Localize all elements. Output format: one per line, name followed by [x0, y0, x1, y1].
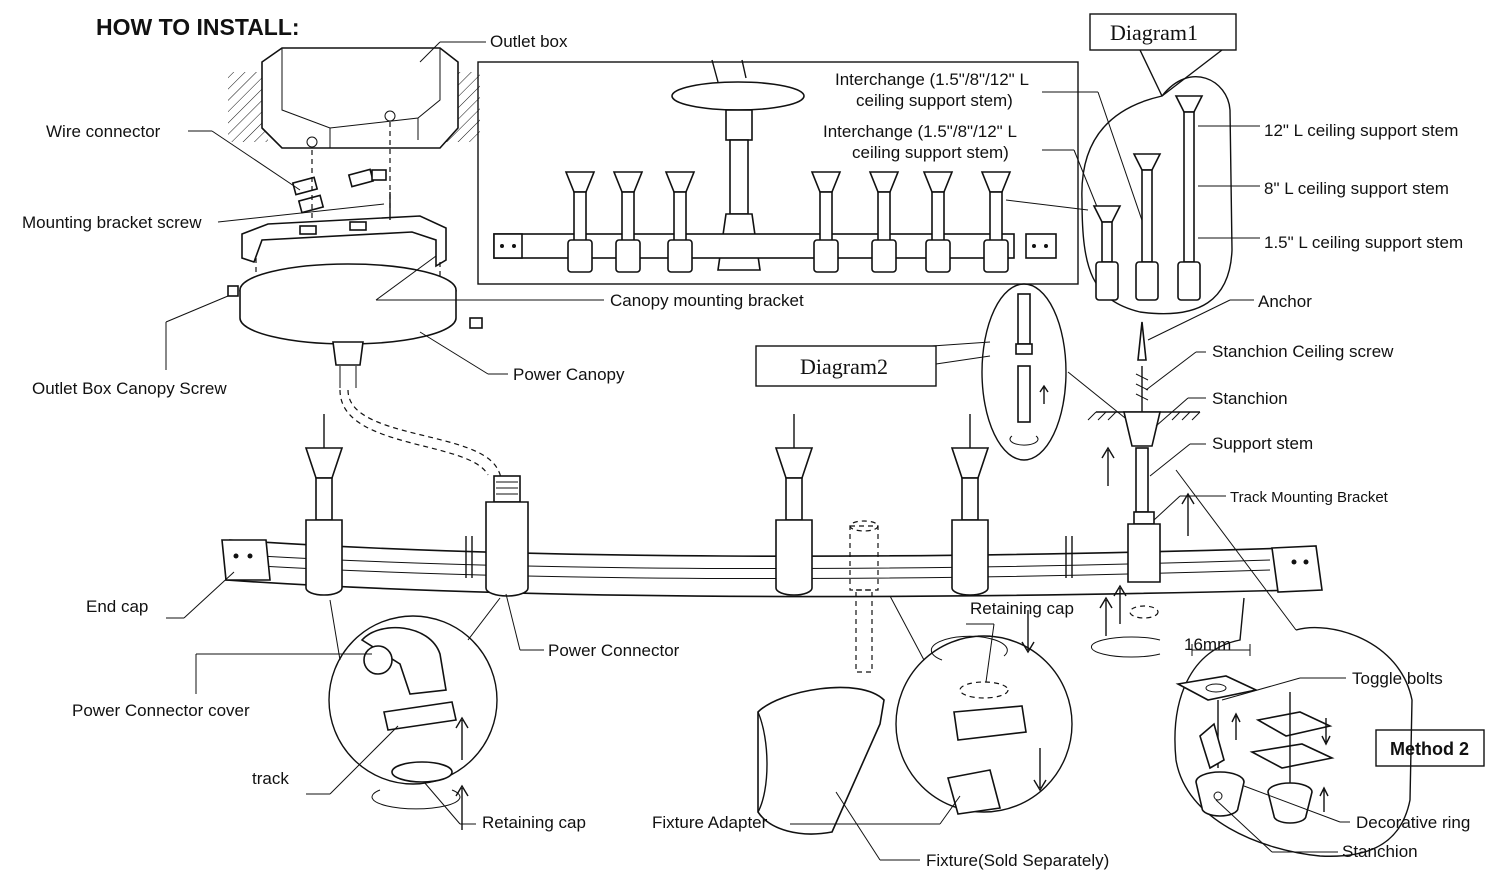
inset-stem	[612, 171, 644, 273]
fixture-illustration	[757, 686, 885, 835]
inset-stem	[980, 171, 1012, 273]
method-2-label: Method 2	[1390, 739, 1469, 759]
power-connector-detail	[360, 626, 469, 830]
diagram2-title: Diagram2	[800, 354, 888, 379]
track-bracket	[950, 414, 990, 596]
interchange-2-line2: ceiling support stem)	[852, 143, 1009, 162]
diagram2-title-box	[755, 345, 937, 387]
stanchion-bottom-label: Stanchion	[1342, 842, 1418, 861]
anchor-label: Anchor	[1258, 292, 1312, 311]
inset-stem	[664, 171, 696, 273]
fixture-sold-separately-label: Fixture(Sold Separately)	[926, 851, 1109, 870]
power-connector-label: Power Connector	[548, 641, 680, 660]
stanchion-label: Stanchion	[1212, 389, 1288, 408]
anchor-and-screw	[1135, 321, 1149, 418]
track-bracket	[304, 414, 344, 596]
end-cap-label: End cap	[86, 597, 148, 616]
wire-connector-label: Wire connector	[46, 122, 161, 141]
diagram1-title-box	[1089, 13, 1237, 51]
stanchion-ceiling-screw-label: Stanchion Ceiling screw	[1212, 342, 1394, 361]
track-mounting-brackets	[304, 414, 990, 596]
interchange-1-line1: Interchange (1.5"/8"/12" L	[835, 70, 1029, 89]
support-stem-label: Support stem	[1212, 434, 1313, 453]
diagram2-bubble	[981, 283, 1067, 461]
retaining-cap-mid-label: Retaining cap	[970, 599, 1074, 618]
right-track-bracket	[1127, 511, 1161, 583]
support-stem-illustration	[1135, 447, 1149, 513]
power-connector-detail-circle	[328, 615, 498, 785]
mounting-bracket-screw-label: Mounting bracket screw	[22, 213, 202, 232]
outlet-box-illustration	[228, 47, 480, 149]
track-bracket	[774, 414, 814, 596]
diagram1-stems	[1092, 95, 1204, 301]
diagram1-stem-8: 8" L ceiling support stem	[1264, 179, 1449, 198]
inset-stem	[922, 171, 954, 273]
dim-16mm-label: 16mm	[1184, 635, 1231, 654]
diagram2-stem-parts	[1009, 293, 1049, 446]
track-label: track	[252, 769, 289, 788]
end-cap-left	[221, 539, 271, 581]
fixture-adapter-detail	[930, 610, 1047, 815]
inset-stem	[810, 171, 842, 273]
stanchion-illustration	[1122, 411, 1162, 447]
fixture-adapter-label: Fixture Adapter	[652, 813, 768, 832]
interchange-1-line2: ceiling support stem)	[856, 91, 1013, 110]
diagram1-stem-12: 12" L ceiling support stem	[1264, 121, 1458, 140]
diagram1-stem-15: 1.5" L ceiling support stem	[1264, 233, 1463, 252]
decorative-ring-label: Decorative ring	[1356, 813, 1470, 832]
power-connector-illustration	[485, 475, 529, 597]
method2-bubble	[1174, 597, 1413, 857]
track-mounting-bracket-label: Track Mounting Bracket	[1230, 489, 1389, 506]
method-2-box	[1375, 729, 1485, 767]
wire-connectors	[291, 168, 387, 214]
inset-stem	[564, 171, 596, 273]
end-cap-right	[1271, 545, 1323, 593]
inset-stem	[868, 171, 900, 273]
power-connector-cover-label: Power Connector cover	[72, 701, 250, 720]
outlet-box-canopy-screw-label: Outlet Box Canopy Screw	[32, 379, 227, 398]
retaining-cap-left-label: Retaining cap	[482, 813, 586, 832]
inset-stem-options	[477, 61, 1079, 285]
power-canopy-illustration	[227, 263, 483, 388]
toggle-bolts-illustration	[1175, 675, 1335, 824]
canopy-mounting-bracket-illustration	[241, 192, 447, 268]
fixture-adapter-illustration	[849, 520, 879, 673]
diagram1-title: Diagram1	[1110, 20, 1198, 45]
fixture-adapter-detail-circle	[895, 635, 1073, 813]
inset-support-stems	[564, 171, 1012, 273]
page-title: HOW TO INSTALL:	[96, 14, 300, 40]
toggle-bolts-label: Toggle bolts	[1352, 669, 1443, 688]
diagram1-bubble	[1081, 76, 1233, 315]
interchange-2-line1: Interchange (1.5"/8"/12" L	[823, 122, 1017, 141]
outlet-box-label: Outlet box	[490, 32, 568, 51]
canopy-mounting-bracket-label: Canopy mounting bracket	[610, 291, 804, 310]
power-canopy-label: Power Canopy	[513, 365, 625, 384]
